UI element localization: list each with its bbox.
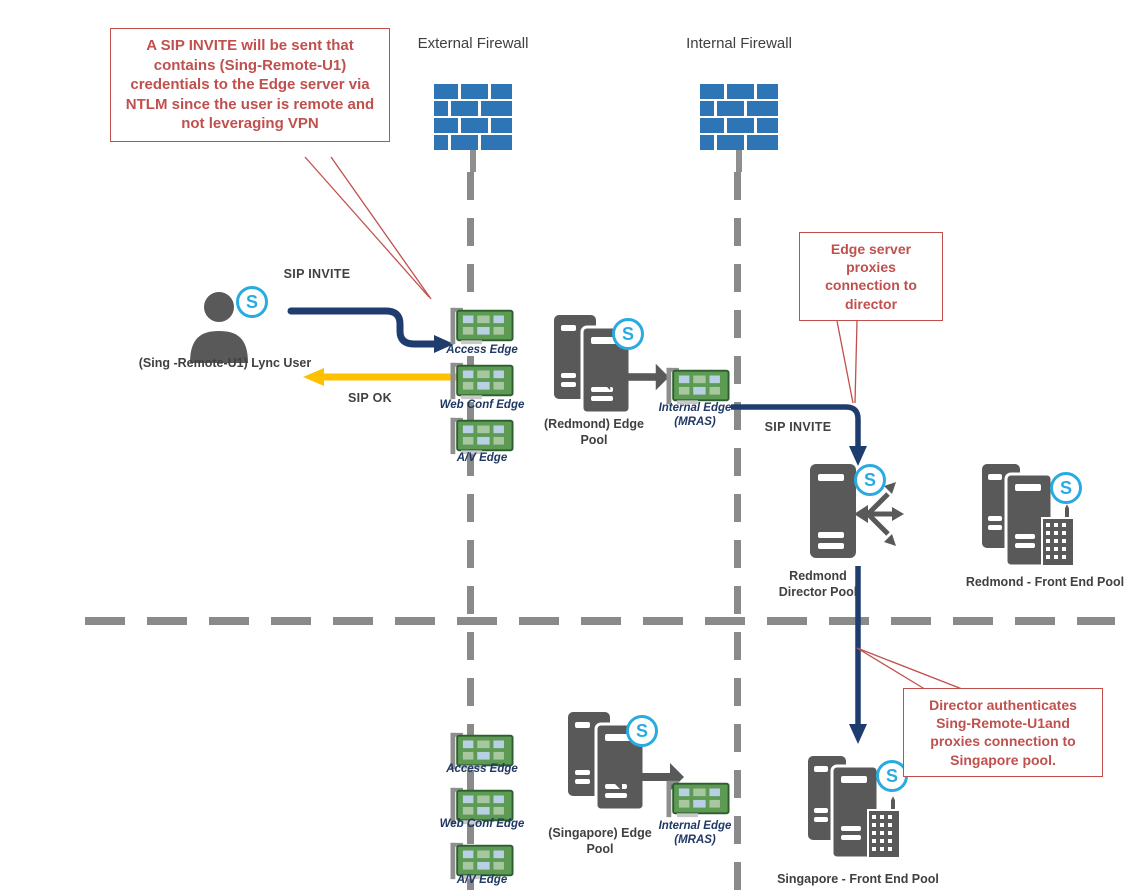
skype-badge-director-icon: S	[854, 464, 886, 496]
skype-letter: S	[635, 720, 648, 741]
singapore-webconf-edge-label: Web Conf Edge	[439, 818, 525, 830]
skype-letter: S	[1059, 477, 1072, 498]
redmond-access-edge-nic-icon	[446, 305, 518, 347]
internal-firewall-boundary-line	[734, 172, 741, 892]
internal-firewall-label: Internal Firewall	[686, 35, 792, 52]
sip-ok-arrow	[303, 368, 458, 386]
sip-invite-arrow-user	[287, 307, 454, 353]
skype-badge-user-icon: S	[236, 286, 268, 318]
callout-pointer-lines	[304, 156, 963, 692]
callout-edge-proxy-note: Edge server proxies connection to direct…	[799, 232, 943, 321]
callout-sip-invite-text: A SIP INVITE will be sent that contains …	[125, 37, 375, 132]
singapore-access-edge-label: Access Edge	[446, 763, 518, 775]
skype-badge-redmond-edge-icon: S	[612, 318, 644, 350]
redmond-av-edge-label: A/V Edge	[456, 452, 508, 464]
skype-badge-singapore-fe-icon: S	[876, 760, 908, 792]
sip-invite-director-label: SIP INVITE	[764, 420, 832, 434]
skype-badge-singapore-edge-icon: S	[626, 715, 658, 747]
redmond-internal-edge-nic-icon	[662, 365, 734, 407]
redmond-av-edge-nic-icon	[446, 415, 518, 457]
callout-director-text: Director authenticates Sing-Remote-U1and…	[929, 697, 1077, 768]
redmond-webconf-edge-label: Web Conf Edge	[439, 399, 525, 411]
external-firewall-icon	[434, 84, 512, 172]
singapore-edge-pool-label: (Singapore) Edge Pool	[548, 826, 652, 856]
region-divider-dashed-line	[85, 617, 1115, 625]
skype-badge-redmond-fe-icon: S	[1050, 472, 1082, 504]
callout-sip-invite-note: A SIP INVITE will be sent that contains …	[110, 28, 390, 142]
sip-invite-user-label: SIP INVITE	[283, 267, 351, 281]
external-firewall-boundary-line	[467, 172, 474, 892]
skype-letter: S	[245, 291, 258, 312]
redmond-internal-edge-label: Internal Edge (MRAS)	[658, 402, 732, 428]
singapore-fe-pool-label: Singapore - Front End Pool	[777, 872, 939, 886]
callout-edge-proxy-text: Edge server proxies connection to direct…	[825, 241, 917, 312]
director-to-singapore-arrow	[849, 566, 867, 744]
redmond-access-edge-label: Access Edge	[446, 344, 518, 356]
singapore-internal-edge-nic-icon	[662, 778, 734, 820]
redmond-director-pool-label: Redmond Director Pool	[778, 569, 858, 599]
skype-letter: S	[863, 469, 876, 490]
sip-invite-arrow-director	[731, 404, 867, 466]
callout-director-note: Director authenticates Sing-Remote-U1and…	[903, 688, 1103, 777]
skype-letter: S	[885, 765, 898, 786]
singapore-av-edge-label: A/V Edge	[456, 874, 508, 886]
singapore-internal-edge-label: Internal Edge (MRAS)	[658, 820, 732, 846]
skype-letter: S	[621, 323, 634, 344]
edge-pool-sync-arrow-icon	[597, 360, 669, 394]
redmond-edge-pool-label: (Redmond) Edge Pool	[544, 417, 644, 447]
external-firewall-label: External Firewall	[417, 35, 529, 52]
redmond-fe-pool-label: Redmond - Front End Pool	[965, 575, 1125, 589]
sip-ok-label: SIP OK	[348, 391, 392, 405]
redmond-webconf-edge-nic-icon	[446, 360, 518, 402]
internal-firewall-icon	[700, 84, 778, 172]
lync-user-label: (Sing -Remote-U1) Lync User	[138, 356, 312, 370]
